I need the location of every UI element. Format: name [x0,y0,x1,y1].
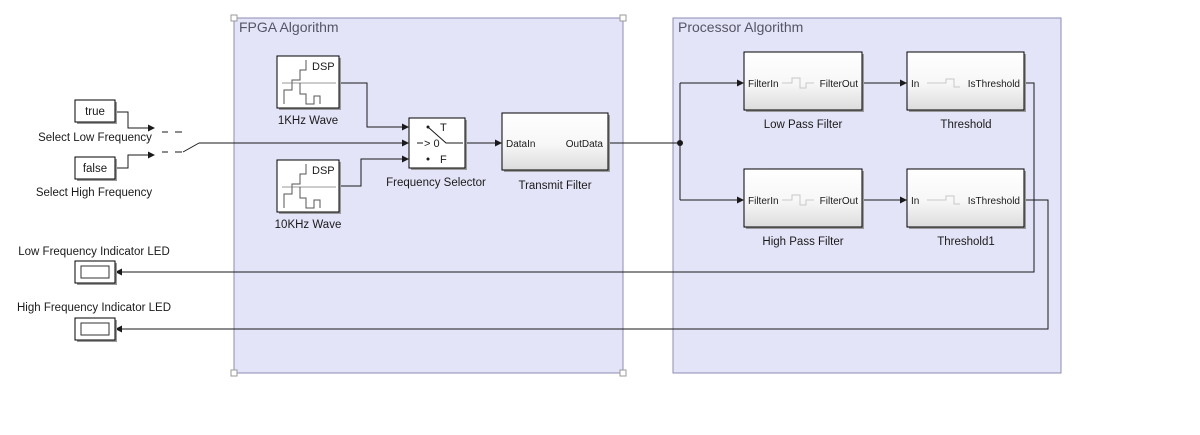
processor-area-title: Processor Algorithm [678,19,803,35]
frequency-selector-switch-block[interactable]: T F > 0 [408,117,467,170]
constant-false-value: false [83,163,107,175]
low-pass-filter-block[interactable]: FilterIn FilterOut [743,51,864,112]
high-pass-filter-block[interactable]: FilterIn FilterOut [743,168,864,229]
threshold-block[interactable]: In IsThreshold [906,51,1026,112]
fpga-area-title: FPGA Algorithm [239,19,339,35]
low-pass-in-port: FilterIn [748,79,779,90]
signal-lines [115,79,1049,333]
threshold1-block[interactable]: In IsThreshold [906,168,1026,229]
wave-10khz-dsp-text: DSP [312,165,335,177]
wave-1khz-label: 1KHz Wave [278,115,338,127]
constant-false-block[interactable]: false [74,156,117,181]
high-led-label: High Frequency Indicator LED [17,302,171,314]
low-pass-out-port: FilterOut [820,79,859,90]
switch-false-port: F [440,154,447,166]
threshold1-in-port: In [911,196,919,207]
high-pass-out-port: FilterOut [820,196,859,207]
constant-false-label: Select High Frequency [36,187,153,199]
threshold1-label: Threshold1 [937,236,995,248]
switch-true-port: T [440,122,447,134]
wave-1khz-dsp-text: DSP [312,61,335,73]
constant-true-label: Select Low Frequency [38,132,152,144]
transmit-filter-label: Transmit Filter [518,180,591,192]
transmit-filter-out-port: OutData [566,139,604,150]
high-frequency-led-block[interactable] [74,317,117,342]
constant-true-value: true [85,106,105,118]
high-pass-filter-label: High Pass Filter [762,236,843,248]
frequency-selector-label: Frequency Selector [386,177,486,189]
switch-criteria: > 0 [424,138,440,150]
threshold-label: Threshold [940,119,991,131]
constant-true-block[interactable]: true [74,99,117,124]
threshold1-out-port: IsThreshold [968,196,1020,207]
low-pass-filter-label: Low Pass Filter [764,119,843,131]
wave-10khz-label: 10KHz Wave [275,219,342,231]
high-pass-in-port: FilterIn [748,196,779,207]
low-led-label: Low Frequency Indicator LED [18,246,170,258]
transmit-filter-in-port: DataIn [506,139,535,150]
threshold-out-port: IsThreshold [968,79,1020,90]
wave-10khz-block[interactable]: DSP [276,159,341,214]
led-indicator-icon [80,265,110,279]
threshold-in-port: In [911,79,919,90]
led-indicator-icon [80,322,110,336]
low-frequency-led-block[interactable] [74,260,117,285]
transmit-filter-block[interactable]: DataIn OutData [501,112,610,172]
wave-1khz-block[interactable]: DSP [276,55,341,110]
